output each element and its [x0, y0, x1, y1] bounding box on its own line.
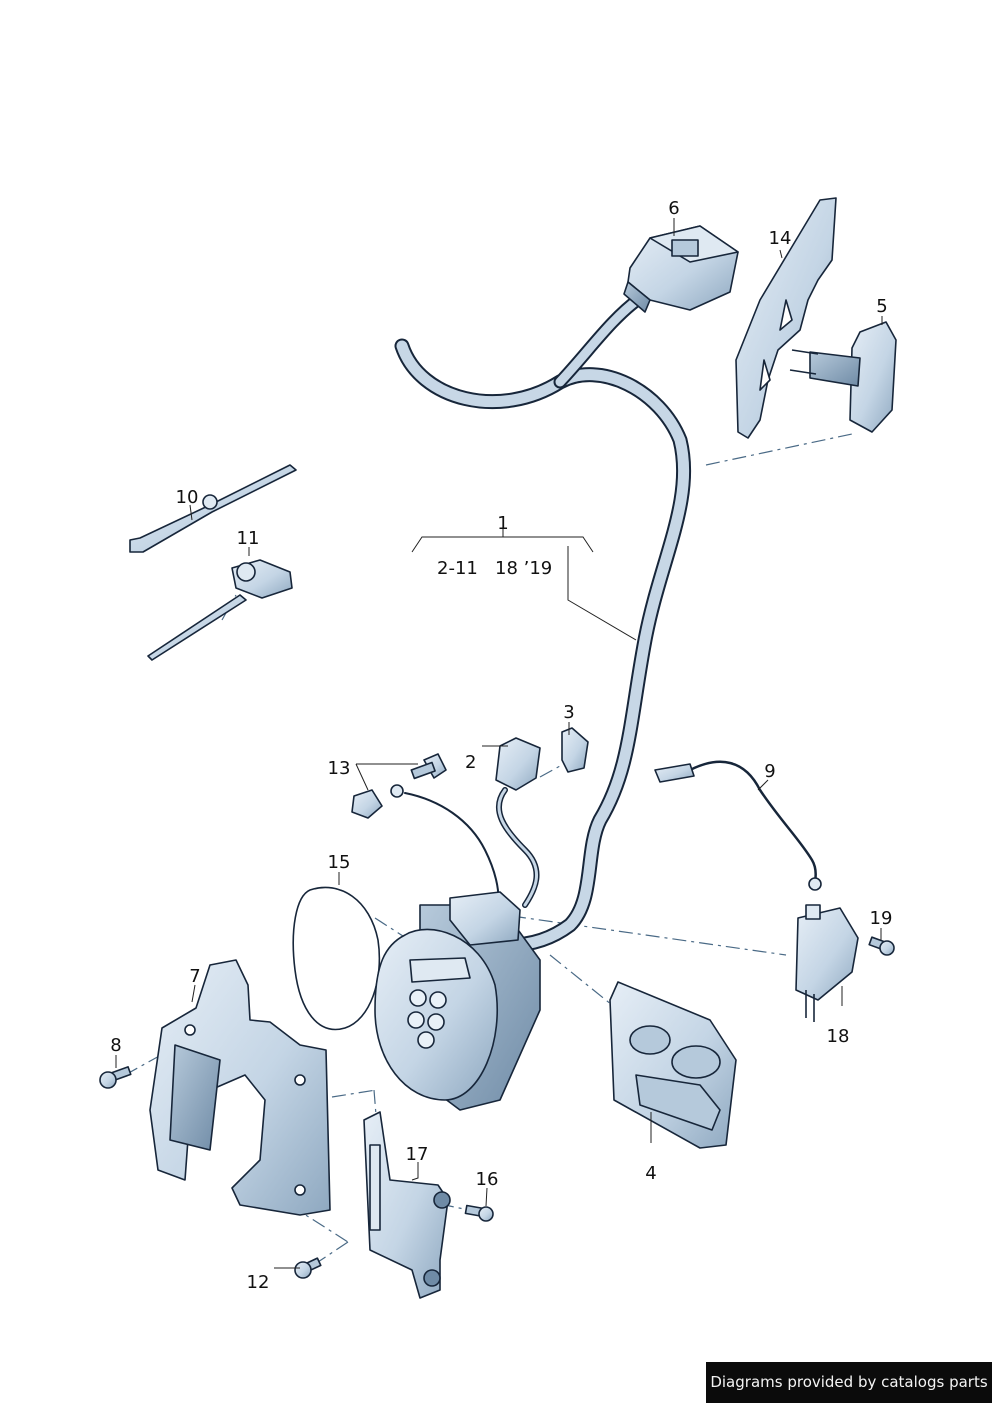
connector-housing: [495, 737, 541, 791]
control-unit: [795, 904, 859, 1022]
seal-strip: [735, 197, 837, 439]
callout-19: 19: [870, 908, 893, 929]
callout-1: 1: [497, 513, 508, 534]
screw-16: [464, 1204, 494, 1222]
callout-16: 16: [476, 1169, 499, 1190]
retaining-clip: [561, 727, 589, 773]
callout-10: 10: [176, 487, 199, 508]
callout-11: 11: [237, 528, 260, 549]
earth-cable: [654, 760, 822, 891]
screw-12: [294, 1257, 322, 1279]
callout-6: 6: [668, 198, 679, 219]
callout-12: 12: [247, 1272, 270, 1293]
callout-1-note-b: 18 ’19: [495, 558, 552, 579]
callout-7: 7: [189, 966, 200, 987]
callout-14: 14: [769, 228, 792, 249]
cable-tie-holder: [147, 559, 293, 661]
bolt-and-nut: [351, 753, 447, 819]
callout-15: 15: [328, 852, 351, 873]
leader-lines: [115, 218, 883, 1269]
charging-socket: [374, 891, 541, 1111]
screw-19: [868, 936, 895, 956]
callout-13: 13: [328, 758, 351, 779]
alignment-lines: [124, 433, 853, 1263]
flange-pin: [789, 321, 897, 433]
gasket-ring: [292, 886, 381, 1031]
callout-9: 9: [764, 761, 775, 782]
wiring-harness: [394, 291, 692, 953]
callout-1-note-a: 2-11: [437, 558, 478, 579]
callout-4: 4: [645, 1163, 656, 1184]
callout-18: 18: [827, 1026, 850, 1047]
callout-8: 8: [110, 1035, 121, 1056]
socket-cover: [609, 981, 737, 1149]
callout-2: 2: [465, 752, 476, 773]
credit-banner: Diagrams provided by catalogs parts: [706, 1362, 992, 1403]
callout-17: 17: [406, 1144, 429, 1165]
callout-5: 5: [876, 296, 887, 317]
harness-connector: [623, 225, 739, 313]
cable-tie-clip: [129, 464, 297, 553]
mounting-bracket: [149, 959, 331, 1216]
screw-8: [99, 1066, 132, 1089]
callouts: 1 2-11 18 ’19 2 3 4 5 6 7 8 9 10 11 12 1…: [110, 198, 892, 1293]
bracket-plate: [363, 1111, 451, 1299]
callout-3: 3: [563, 702, 574, 723]
